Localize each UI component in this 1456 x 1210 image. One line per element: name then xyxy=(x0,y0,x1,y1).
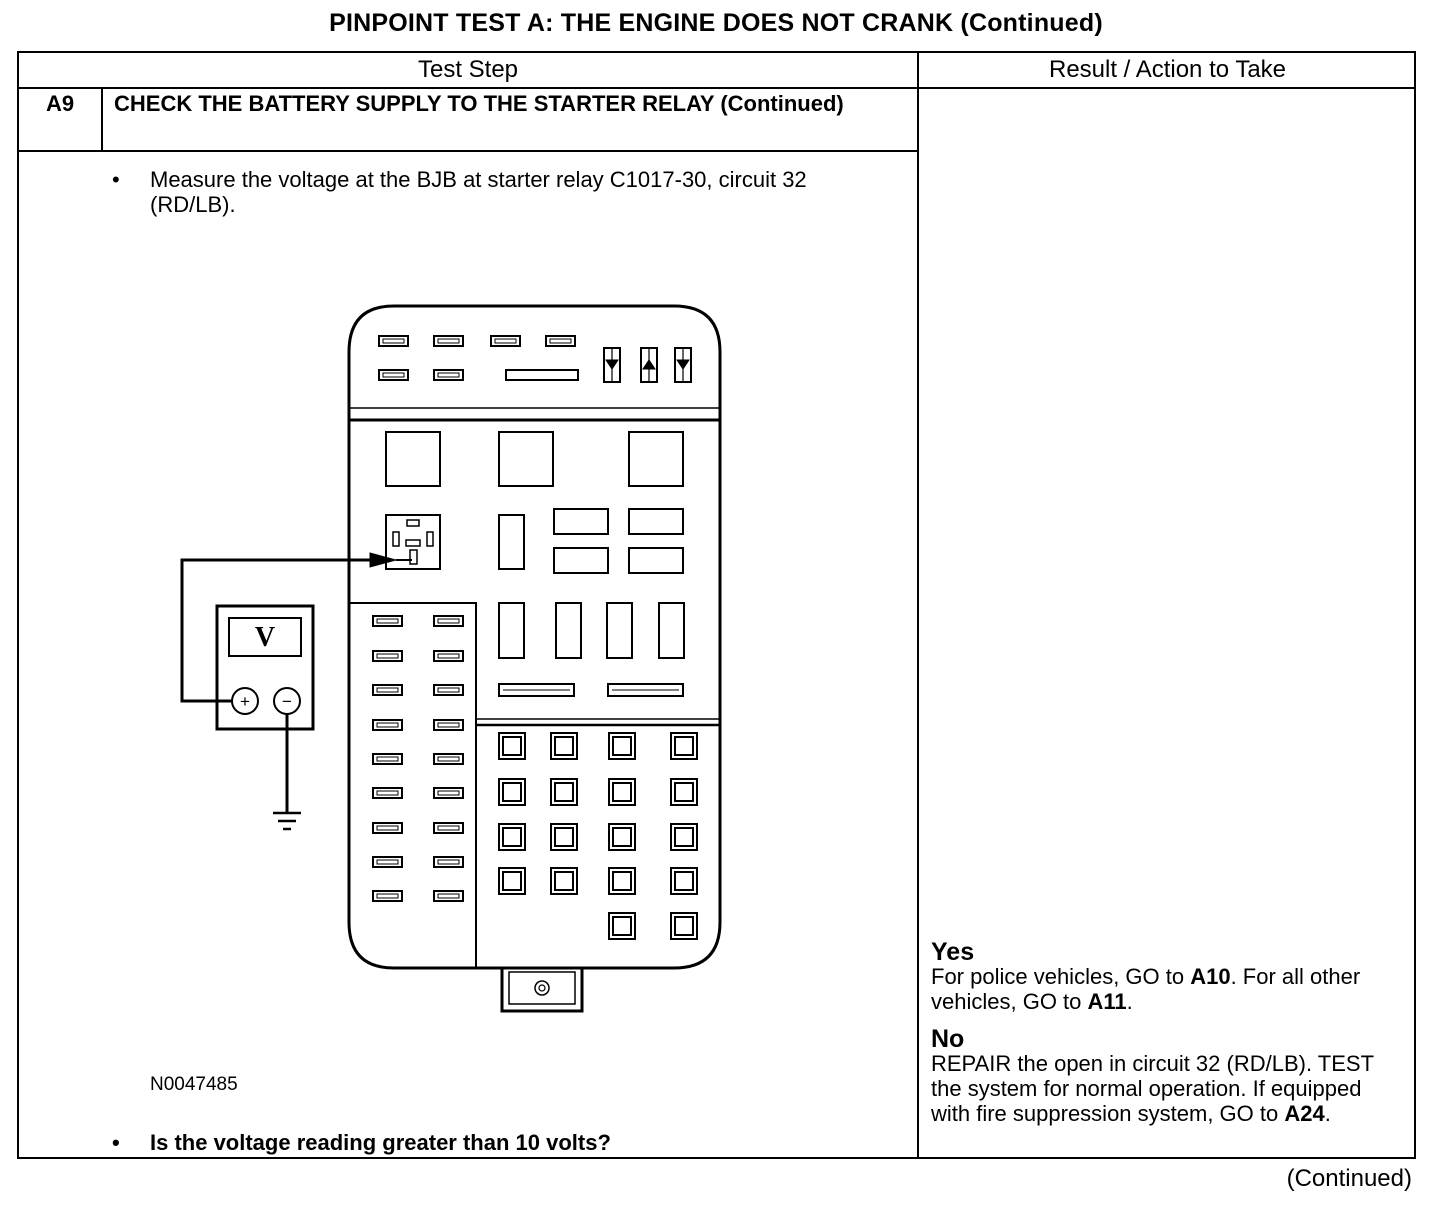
square-fuse xyxy=(670,912,698,940)
mini-fuse xyxy=(433,650,464,662)
mini-fuse xyxy=(433,753,464,765)
diode-icons xyxy=(603,347,692,383)
starter-relay-socket xyxy=(385,514,441,570)
mini-fuse xyxy=(433,615,464,627)
bullet-dot: • xyxy=(112,167,120,192)
continued-label: (Continued) xyxy=(1286,1165,1412,1192)
bjb-outline xyxy=(347,304,722,970)
positive-test-lead xyxy=(180,558,372,703)
top-mini-fuses xyxy=(378,335,579,381)
question-text: Is the voltage reading greater than 10 v… xyxy=(150,1130,611,1155)
mini-fuse xyxy=(372,822,403,834)
square-fuse xyxy=(608,732,636,760)
column-divider xyxy=(917,53,919,1159)
bullet-dot: • xyxy=(112,1130,120,1155)
yes-text: . xyxy=(1126,989,1133,1014)
square-fuse xyxy=(550,867,578,895)
mini-fuse xyxy=(372,719,403,731)
square-fuse xyxy=(498,732,526,760)
header-result-action: Result / Action to Take xyxy=(1048,56,1287,83)
page-title: PINPOINT TEST A: THE ENGINE DOES NOT CRA… xyxy=(329,9,1103,37)
square-fuse xyxy=(550,823,578,851)
no-action: REPAIR the open in circuit 32 (RD/LB). T… xyxy=(931,1051,1401,1126)
mini-fuse xyxy=(433,719,464,731)
square-fuse xyxy=(608,912,636,940)
mini-fuse xyxy=(372,856,403,868)
square-fuse xyxy=(498,867,526,895)
mini-fuse xyxy=(372,890,403,902)
square-fuse xyxy=(670,823,698,851)
mini-fuse xyxy=(372,615,403,627)
result-no: No REPAIR the open in circuit 32 (RD/LB)… xyxy=(931,1025,1401,1127)
mini-fuse xyxy=(372,753,403,765)
square-fuse xyxy=(608,778,636,806)
yes-ref-a11: A11 xyxy=(1087,989,1127,1014)
yes-heading: Yes xyxy=(931,938,975,966)
square-fuse xyxy=(670,732,698,760)
mini-fuse xyxy=(433,822,464,834)
step-title: CHECK THE BATTERY SUPPLY TO THE STARTER … xyxy=(114,91,844,116)
mini-fuse xyxy=(372,684,403,696)
square-fuse xyxy=(498,823,526,851)
result-yes: Yes For police vehicles, GO to A10. For … xyxy=(931,938,1401,1015)
mini-fuse xyxy=(433,787,464,799)
meter-symbol: V xyxy=(255,622,275,653)
mini-fuse xyxy=(433,890,464,902)
plus-sign: + xyxy=(240,692,250,711)
header-divider xyxy=(19,87,1416,89)
header-test-step: Test Step xyxy=(417,56,519,83)
square-fuse xyxy=(498,778,526,806)
no-text: . xyxy=(1324,1101,1331,1126)
square-fuse xyxy=(550,778,578,806)
step-id-divider xyxy=(101,88,103,151)
no-ref-a24: A24 xyxy=(1284,1101,1325,1126)
mounting-tab-inner xyxy=(508,971,576,1005)
yes-action: For police vehicles, GO to A10. For all … xyxy=(931,964,1401,1014)
yes-text: . For all other vehicles, GO to xyxy=(931,964,1361,1014)
square-fuse xyxy=(670,867,698,895)
mini-fuse xyxy=(433,684,464,696)
mini-fuse xyxy=(372,787,403,799)
instruction-text: Measure the voltage at the BJB at starte… xyxy=(150,167,807,217)
minus-sign: − xyxy=(282,692,292,711)
mid-components xyxy=(498,508,684,574)
yes-text: For police vehicles, GO to xyxy=(931,964,1191,989)
mounting-screw-icon xyxy=(534,980,550,996)
mini-fuse xyxy=(372,650,403,662)
large-relays xyxy=(385,431,684,487)
mini-fuse xyxy=(433,856,464,868)
yes-ref-a10: A10 xyxy=(1190,964,1231,989)
square-fuse xyxy=(670,778,698,806)
no-text: REPAIR the open in circuit 32 (RD/LB). T… xyxy=(931,1051,1374,1126)
left-mini-fuses xyxy=(372,615,464,902)
square-fuse-grid xyxy=(498,732,698,940)
step-title-divider xyxy=(19,150,918,152)
figure-id: N0047485 xyxy=(150,1074,238,1095)
cartridge-slots xyxy=(498,602,685,697)
pinpoint-test-table: Test Step Result / Action to Take A9 CHE… xyxy=(17,51,1416,1159)
square-fuse xyxy=(608,867,636,895)
no-heading: No xyxy=(931,1025,965,1053)
step-id: A9 xyxy=(45,91,75,116)
square-fuse xyxy=(550,732,578,760)
probe-tip-icon xyxy=(369,552,398,568)
square-fuse xyxy=(608,823,636,851)
ground-symbol-icon xyxy=(273,811,301,831)
mounting-tab xyxy=(500,968,584,1013)
